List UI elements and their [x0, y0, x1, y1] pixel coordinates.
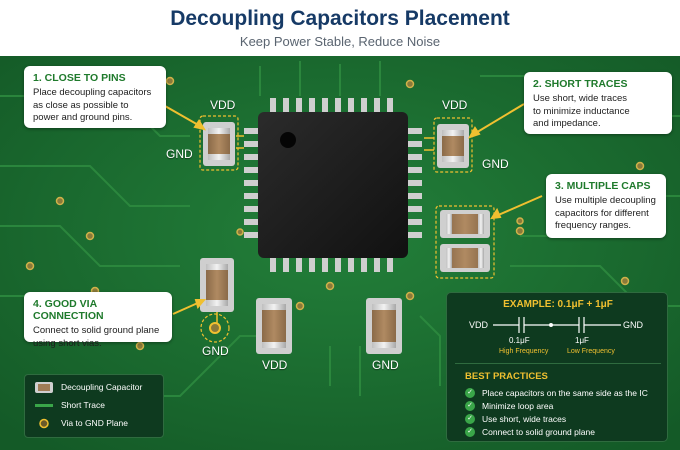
example-panel: EXAMPLE: 0.1μF + 1μF VDD GND 0.1μF High …: [446, 292, 668, 442]
example-cap2-value: 1μF: [575, 336, 589, 345]
via-icon: [39, 419, 49, 429]
page-subtitle: Keep Power Stable, Reduce Noise: [239, 34, 441, 49]
callout-line: power and ground pins.: [33, 112, 133, 123]
capacitor-bottom-left: [200, 258, 234, 312]
legend-item: Short Trace: [35, 400, 105, 411]
callout-line: Use short, wide traces: [533, 93, 627, 104]
callout-body: Connect to solid ground plane using shor…: [33, 325, 163, 350]
callout-short-traces: 2. SHORT TRACES Use short, wide traces t…: [524, 72, 672, 134]
legend-label: Decoupling Capacitor: [61, 382, 143, 392]
best-practice-text: Connect to solid ground plane: [482, 426, 595, 437]
callout-line: as close as possible to: [33, 99, 129, 111]
legend-label: Short Trace: [61, 400, 105, 410]
legend-item: Via to GND Plane: [35, 418, 128, 429]
example-cap1-note: High Frequency: [499, 348, 549, 355]
background-traces: [0, 61, 680, 397]
legend-item: Decoupling Capacitor: [35, 382, 143, 394]
capacitor-top-left: [203, 122, 235, 166]
header: Decoupling Capacitors Placement Keep Pow…: [0, 0, 680, 56]
callout-body: Use multiple decoupling capacitors for d…: [555, 195, 657, 233]
best-practice-text: Use short, wide traces: [482, 413, 567, 424]
callout-line: to minimize inductance: [533, 105, 630, 117]
label-vdd-bottom: VDD: [262, 358, 288, 372]
example-left-node: VDD: [469, 320, 489, 330]
callout-line: capacitors for different: [555, 207, 649, 219]
trace-line-icon: [35, 404, 53, 408]
pin1-marker: [280, 132, 296, 148]
best-practice-item: ✓ Use short, wide traces: [465, 413, 566, 424]
best-practices-title: BEST PRACTICES: [465, 371, 548, 382]
best-practice-text: Minimize loop area: [482, 400, 554, 411]
check-icon: ✓: [465, 387, 475, 398]
legend: Decoupling Capacitor Short Trace Via to …: [24, 374, 164, 438]
check-icon: ✓: [465, 413, 475, 424]
check-icon: ✓: [465, 426, 475, 437]
callout-body: Use short, wide traces to minimize induc…: [533, 93, 663, 131]
callout-line: Place decoupling capacitors: [33, 87, 152, 98]
capacitor-icon: [35, 382, 53, 394]
capacitor-bottom-vdd: [256, 298, 292, 354]
example-cap1-value: 0.1μF: [509, 336, 530, 345]
example-cap2-note: Low Frequency: [567, 348, 615, 355]
callout-line: Connect to solid ground plane: [33, 325, 160, 336]
check-icon: ✓: [465, 400, 475, 411]
callout-line: Use multiple decoupling: [555, 195, 656, 206]
ic-chip: [258, 112, 408, 258]
example-title: EXAMPLE: 0.1μF + 1μF: [503, 299, 613, 310]
capacitor-bottom-gnd: [366, 298, 402, 354]
label-gnd-right: GND: [482, 157, 509, 171]
best-practice-item: ✓ Minimize loop area: [465, 400, 553, 411]
page-title: Decoupling Capacitors Placement: [170, 7, 510, 30]
example-schematic: [493, 317, 621, 333]
callout-multiple-caps: 3. MULTIPLE CAPS Use multiple decoupling…: [546, 174, 666, 238]
callout-line: and impedance.: [533, 118, 601, 129]
chip-pins: [244, 98, 422, 272]
legend-label: Via to GND Plane: [61, 418, 128, 428]
callout-line: frequency ranges.: [555, 220, 632, 231]
gnd-via: [209, 322, 221, 334]
best-practice-text: Place capacitors on the same side as the…: [482, 387, 648, 398]
highlight-boxes: [199, 115, 495, 343]
callout-body: Place decoupling capacitors as close as …: [33, 87, 157, 125]
capacitor-right-upper: [440, 210, 490, 238]
label-gnd-via: GND: [202, 344, 229, 358]
best-practice-item: ✓ Place capacitors on the same side as th…: [465, 387, 648, 398]
example-right-node: GND: [623, 320, 643, 330]
callout-heading: 2. SHORT TRACES: [533, 78, 628, 90]
capacitor-right-lower: [440, 244, 490, 272]
callout-heading: 4. GOOD VIA CONNECTION: [33, 298, 104, 322]
callout-heading: 3. MULTIPLE CAPS: [555, 180, 651, 192]
callout-via-connection: 4. GOOD VIA CONNECTION Connect to solid …: [24, 292, 172, 349]
callout-heading: 1. CLOSE TO PINS: [33, 72, 126, 84]
short-traces: [236, 135, 434, 151]
label-gnd-bottom: GND: [372, 358, 399, 372]
label-vdd-top-left: VDD: [210, 98, 236, 112]
label-vdd-top-right: VDD: [442, 98, 468, 112]
label-gnd-left: GND: [166, 147, 193, 161]
panel-divider: [455, 363, 661, 364]
best-practice-item: ✓ Connect to solid ground plane: [465, 426, 595, 437]
capacitor-top-right: [437, 124, 469, 168]
callout-line: using short vias.: [33, 337, 102, 349]
callout-arrows: [164, 103, 543, 315]
callout-close-to-pins: 1. CLOSE TO PINS Place decoupling capaci…: [24, 66, 166, 128]
